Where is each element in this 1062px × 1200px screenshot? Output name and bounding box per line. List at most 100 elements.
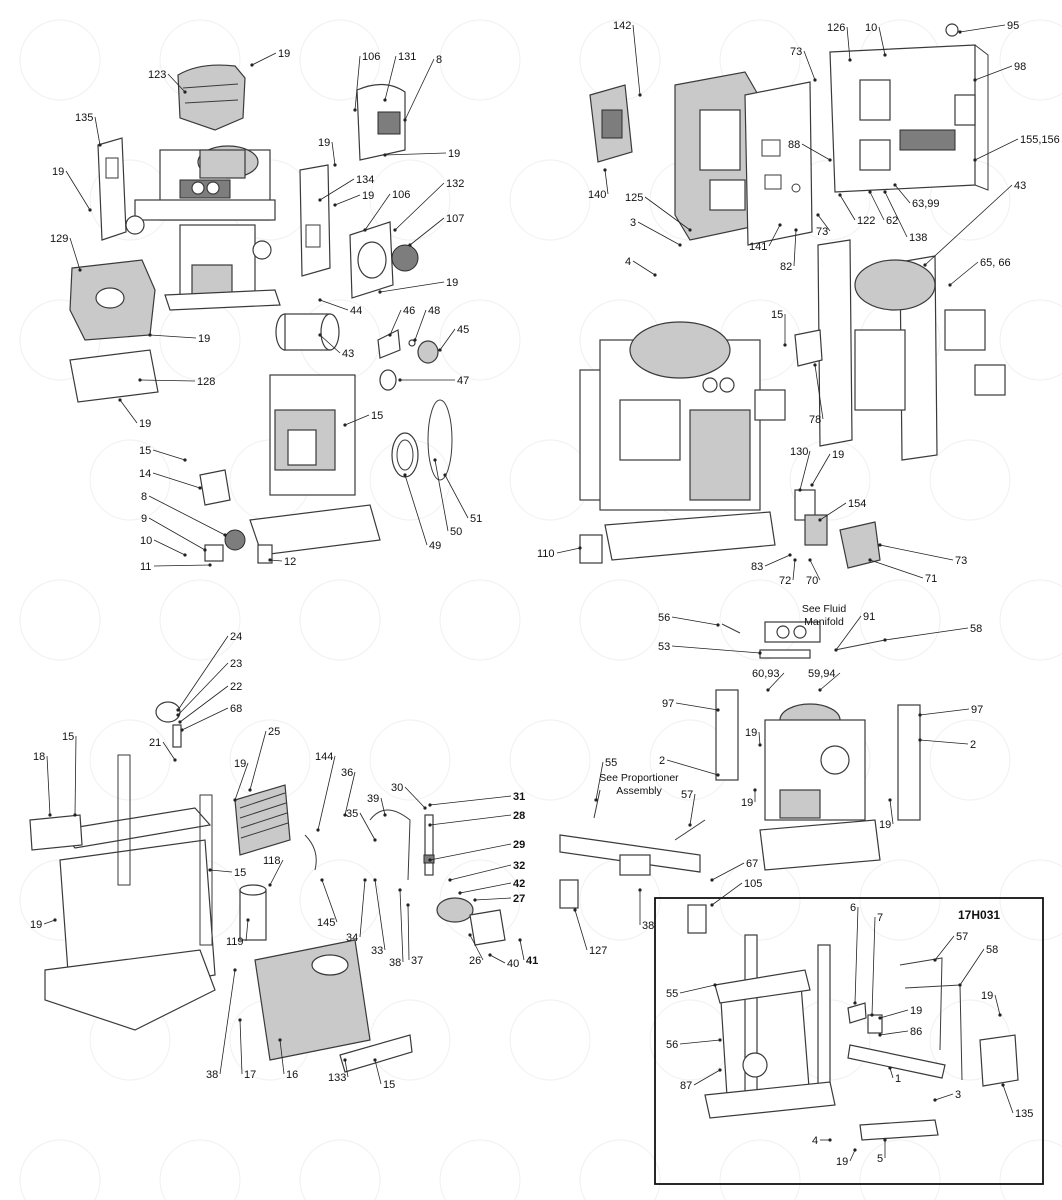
watermark-mark [439,299,521,381]
leader-line [849,1149,856,1162]
leader-line [574,909,588,951]
callout-q3-20: 41 [526,955,538,967]
callout-q2-19: 65, 66 [980,257,1011,269]
watermark-mark [579,859,661,941]
leader-line [384,152,447,156]
callout-q3-1: 23 [230,658,242,670]
leader-dot [138,378,142,382]
callout-q1-15: 129 [50,233,68,245]
watermark-mark [439,1139,521,1200]
watermark-mark [1054,424,1062,535]
callout-q1-8: 19 [318,137,330,149]
leader-line [839,194,856,221]
leader-line [94,116,101,146]
leader-dot [893,183,897,187]
leader-line [959,24,1006,33]
leader-line [74,735,77,816]
leader-dot [638,93,642,97]
leader-line [374,1059,382,1085]
leader-dot [208,868,212,872]
leader-dot [428,858,432,862]
leader-line [379,281,445,293]
callout-inset-12: 4 [812,1135,818,1147]
callout-q3-21: 40 [507,958,519,970]
callout-q1-30: 10 [140,535,152,547]
callout-q1-2: 135 [75,112,93,124]
leader-dot [888,798,892,802]
leader-dot [73,813,77,817]
leader-dot [828,158,832,162]
leader-line [469,934,484,961]
watermark-mark [999,19,1062,101]
watermark-mark [859,579,941,661]
leader-dot [268,883,272,887]
leader-line [835,615,862,651]
callout-q3-10: 36 [341,767,353,779]
leader-line [389,309,402,336]
callout-q2-13: 125 [625,192,643,204]
leader-dot [53,918,57,922]
leader-dot [918,713,922,717]
leader-dot [343,423,347,427]
leader-line [871,916,876,1016]
callout-q4-5: 60,93 [752,668,780,680]
watermark-mark [439,579,521,661]
leader-line [878,26,886,56]
leader-line [675,702,719,711]
callout-q3-33: 17 [244,1069,256,1081]
watermark-mark [89,719,171,801]
leader-dot [753,788,757,792]
leader-line [249,730,267,791]
leader-dot [838,193,842,197]
callout-q1-35: 51 [470,513,482,525]
leader-line [251,52,277,66]
leader-dot [810,483,814,487]
leader-line [689,793,696,826]
leader-line [139,379,196,382]
note-fluid-manifold-line2: Manifold [804,616,844,628]
leader-line [595,761,604,801]
callout-q3-4: 21 [149,737,161,749]
watermark-mark [929,719,1011,801]
callout-q1-14: 19 [446,277,458,289]
callout-q1-6: 8 [436,54,442,66]
leader-line [153,539,186,556]
leader-line [519,939,525,961]
callout-q3-5: 25 [268,726,280,738]
leader-dot [758,743,762,747]
leader-line [148,517,206,551]
leader-line [693,1069,721,1086]
callout-q4-14: 19 [741,797,753,809]
callout-q3-27: 145 [317,917,335,929]
callout-q3-11: 30 [391,782,403,794]
leader-dot [473,898,477,902]
callout-q1-3: 19 [52,166,64,178]
leader-line [974,138,1019,161]
callout-q3-29: 118 [263,855,281,867]
leader-line [879,1030,909,1036]
callout-q2-20: 4 [625,256,631,268]
leader-line [814,364,824,420]
watermark-mark [1054,144,1062,255]
callout-inset-13: 19 [836,1156,848,1168]
leader-dot [268,558,272,562]
callout-q2-5: 98 [1014,61,1026,73]
callout-q2-10: 62 [886,215,898,227]
leader-line [162,741,176,761]
machine-top-right [579,321,786,561]
callout-q3-26: 34 [346,932,358,944]
leader-line [429,843,512,861]
leader-dot [678,243,682,247]
watermark-mark [859,1139,941,1200]
leader-dot [250,63,254,67]
callout-q3-14: 35 [346,808,358,820]
watermark-mark [369,159,451,241]
leader-line [474,897,512,901]
leader-dot [98,143,102,147]
leader-dot [958,983,962,987]
leader-dot [78,268,82,272]
leader-dot [318,298,322,302]
leader-line [219,969,236,1075]
leader-dot [48,813,52,817]
callout-q2-16: 82 [780,261,792,273]
